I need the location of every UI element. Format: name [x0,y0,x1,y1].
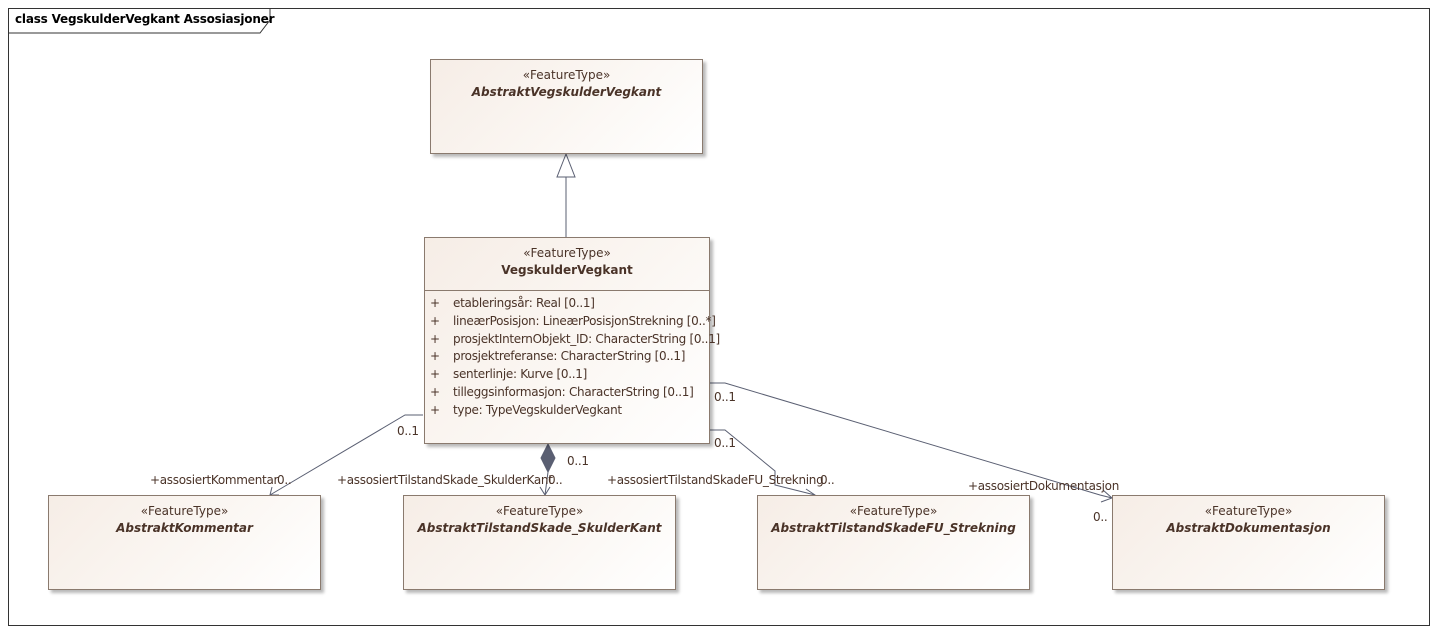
class-abstrakt-tilstandskadefu-strekning[interactable]: «FeatureType» AbstraktTilstandSkadeFU_St… [757,495,1030,590]
attribute-row: +lineærPosisjon: LineærPosisjonStrekning… [430,313,716,328]
class-vegskulder-vegkant[interactable]: «FeatureType» VegskulderVegkant +etabler… [424,237,720,444]
diagram-frame [8,8,1430,626]
class-name: AbstraktVegskulderVegkant [471,85,662,99]
source-mult-dok: 0..1 [714,390,736,404]
role-label-skulderkant: +assosiertTilstandSkade_SkulderKant [337,473,553,487]
diagram-title: class VegskulderVegkant Assosiasjoner [15,12,275,26]
source-mult-fu: 0..1 [714,436,736,450]
source-mult-kommentar: 0..1 [397,424,419,438]
attribute-row: +prosjektreferanse: CharacterString [0..… [430,349,686,364]
attribute-row: +etableringsår: Real [0..1] [430,296,595,310]
attribute-row: +tilleggsinformasjon: CharacterString [0… [430,384,694,399]
target-mult-fu: 0.. [820,473,835,487]
stereotype-label: «FeatureType» [522,68,611,82]
attribute-row: +type: TypeVegskulderVegkant [430,402,622,417]
stereotype-label: «FeatureType» [849,504,938,518]
generalization-arrowhead [556,152,576,178]
assoc-line-fu [709,429,816,496]
class-abstrakt-kommentar[interactable]: «FeatureType» AbstraktKommentar [48,495,321,590]
class-name: AbstraktDokumentasjon [1166,521,1331,535]
assoc-line-kommentar [269,414,423,496]
attribute-compartment: +etableringsår: Real [0..1] +lineærPosis… [425,290,720,421]
target-mult-skulderkant: 0.. [548,473,563,487]
source-mult-skulderkant: 0..1 [567,454,589,468]
class-name: AbstraktTilstandSkade_SkulderKant [417,521,662,535]
class-name: AbstraktKommentar [116,521,253,535]
role-label-dok: +assosiertDokumentasjon [968,479,1119,493]
stereotype-label: «FeatureType» [1204,504,1293,518]
role-label-kommentar: +assosiertKommentar [150,473,279,487]
composition-diamond [540,442,556,474]
role-label-fu: +assosiertTilstandSkadeFU_Strekning [607,473,824,487]
class-name: VegskulderVegkant [501,263,633,277]
class-abstrakt-vegskulder-vegkant[interactable]: «FeatureType» AbstraktVegskulderVegkant [430,59,703,154]
class-name: AbstraktTilstandSkadeFU_Strekning [771,521,1016,535]
class-abstrakt-dokumentasjon[interactable]: «FeatureType» AbstraktDokumentasjon [1112,495,1385,590]
stereotype-label: «FeatureType» [523,246,611,260]
target-mult-dok: 0.. [1093,510,1108,524]
stereotype-label: «FeatureType» [140,504,229,518]
target-mult-kommentar: 0.. [277,473,292,487]
assoc-line-skulderkant [544,471,549,496]
attribute-row: +senterlinje: Kurve [0..1] [430,367,587,382]
assoc-line-dok [709,382,1113,499]
stereotype-label: «FeatureType» [495,504,584,518]
attribute-row: +prosjektInternObjekt_ID: CharacterStrin… [430,331,720,346]
frame-tab [8,8,271,34]
class-abstrakt-tilstandskade-skulderkant[interactable]: «FeatureType» AbstraktTilstandSkade_Skul… [403,495,676,590]
